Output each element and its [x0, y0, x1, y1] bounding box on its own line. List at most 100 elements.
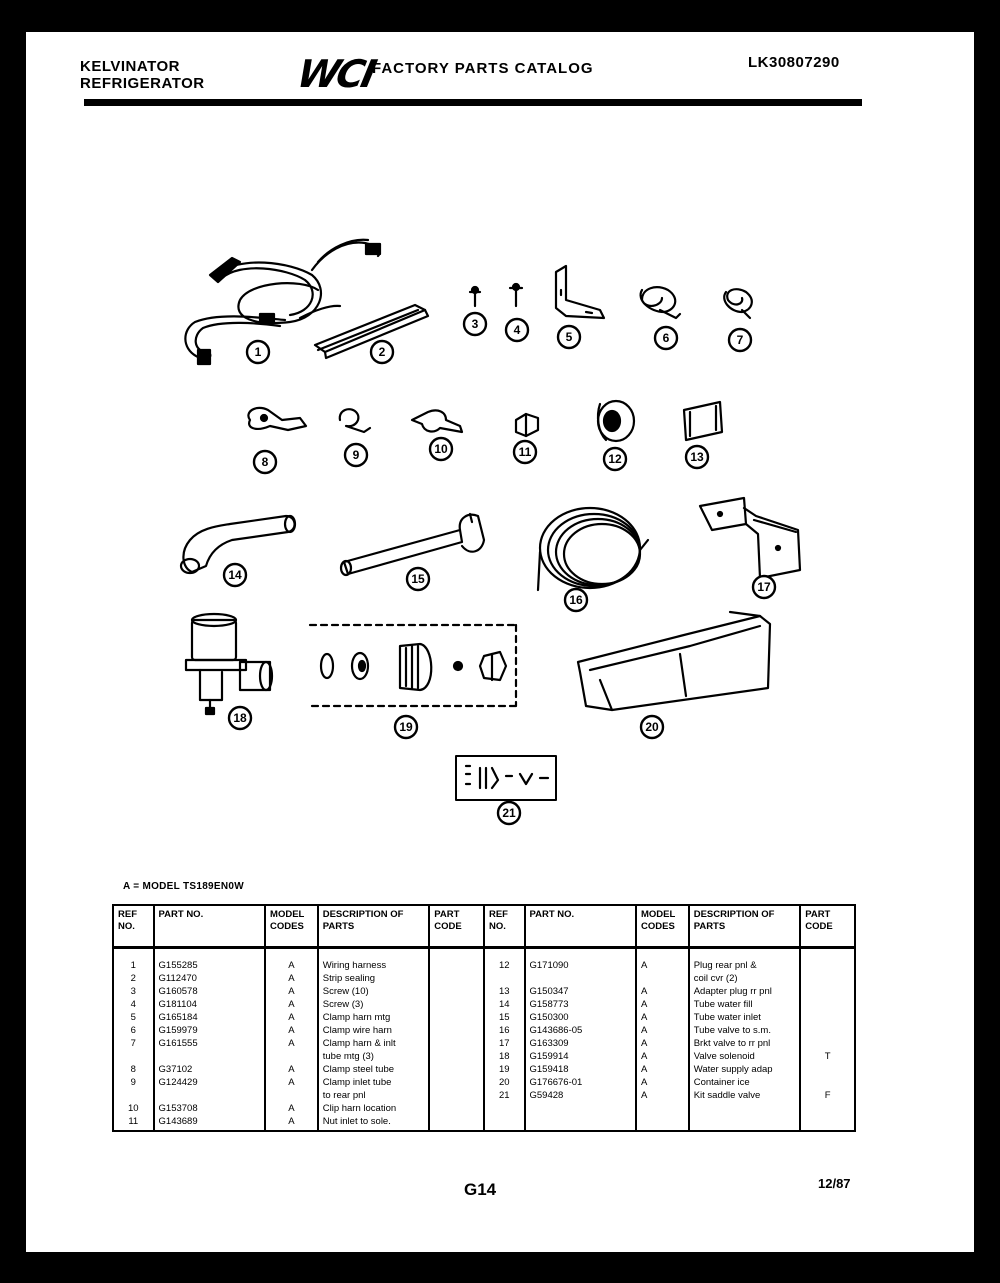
cell-part-code — [799, 947, 856, 972]
callout-8: 8 — [252, 449, 278, 475]
cell-part-no: G124429 — [152, 1076, 267, 1089]
cell-ref-no: 11 — [112, 1115, 155, 1132]
svg-text:8: 8 — [262, 455, 269, 469]
callout-6: 6 — [653, 325, 679, 351]
svg-text:9: 9 — [353, 448, 360, 462]
header-description: DESCRIPTION OF PARTS — [316, 904, 431, 949]
model-note: A = MODEL TS189EN0W — [123, 881, 245, 892]
cell-description: Plug rear pnl & — [687, 947, 802, 972]
cell-model-code: A — [635, 985, 690, 998]
cell-model-code: A — [635, 1050, 690, 1063]
cell-ref-no: 20 — [482, 1076, 526, 1089]
callout-12: 12 — [602, 446, 628, 472]
cell-description: to rear pnl — [316, 1089, 431, 1102]
cell-part-code — [428, 972, 485, 985]
cell-ref-no: 9 — [112, 1076, 155, 1089]
part-screw-drawing — [508, 282, 524, 308]
cell-part-no: G153708 — [152, 1102, 267, 1115]
header-ref-no: REF NO. — [112, 904, 155, 949]
callout-17: 17 — [751, 574, 777, 600]
cell-part-no: G150347 — [523, 985, 637, 998]
cell-ref-no: 12 — [482, 947, 526, 972]
cell-model-code: A — [635, 1089, 690, 1102]
cell-part-no: G143689 — [152, 1115, 267, 1132]
header-part-no: PART NO. — [152, 904, 267, 949]
cell-part-no: G150300 — [523, 1011, 637, 1024]
callout-5: 5 — [556, 324, 582, 350]
cell-part-code — [428, 1037, 485, 1050]
cell-model-code: A — [264, 1076, 319, 1089]
cell-part-code — [428, 998, 485, 1011]
cell-description: Clamp harn mtg — [316, 1011, 431, 1024]
cell-ref-no — [482, 1102, 526, 1115]
cell-part-no: G158773 — [523, 998, 637, 1011]
header-part-code: PART CODE — [799, 904, 856, 949]
part-tube-water-inlet-drawing — [339, 512, 486, 577]
cell-model-code — [635, 1102, 690, 1115]
part-kit-saddle-valve-drawing — [455, 755, 557, 801]
cell-model-code — [635, 972, 690, 985]
svg-text:2: 2 — [379, 345, 386, 359]
svg-text:14: 14 — [228, 568, 242, 582]
part-strip-sealing-drawing — [313, 303, 430, 360]
brand-block: KELVINATOR REFRIGERATOR — [80, 58, 205, 92]
header-part-no: PART NO. — [523, 904, 637, 949]
part-nut-drawing — [514, 412, 540, 438]
cell-part-code — [799, 1102, 856, 1115]
part-plug-drawing — [596, 399, 636, 443]
cell-part-no: G112470 — [152, 972, 267, 985]
cell-model-code: A — [635, 1011, 690, 1024]
cell-part-no: G171090 — [523, 947, 637, 972]
header-description: DESCRIPTION OF PARTS — [687, 904, 802, 949]
cell-part-no: G59428 — [523, 1089, 637, 1102]
cell-model-code: A — [635, 1063, 690, 1076]
cell-ref-no: 15 — [482, 1011, 526, 1024]
cell-ref-no — [112, 1089, 155, 1102]
cell-model-code: A — [635, 1037, 690, 1050]
callout-16: 16 — [563, 587, 589, 613]
svg-text:15: 15 — [411, 572, 425, 586]
cell-part-code — [799, 1024, 856, 1037]
cell-description: Container ice — [687, 1076, 802, 1089]
cell-model-code: A — [264, 998, 319, 1011]
svg-text:4: 4 — [514, 323, 521, 337]
svg-text:3: 3 — [472, 317, 479, 331]
exploded-parts-diagram: 1 2 3 4 5 6 7 8 9 10 11 12 13 14 15 16 1… — [179, 238, 802, 826]
cell-part-code: T — [799, 1050, 856, 1063]
cell-description: Water supply adap — [687, 1063, 802, 1076]
parts-table: REF NO. PART NO. MODEL CODES DESCRIPTION… — [112, 904, 856, 1132]
header-part-code: PART CODE — [428, 904, 485, 949]
cell-part-no: G159914 — [523, 1050, 637, 1063]
cell-part-code — [799, 1063, 856, 1076]
part-tube-water-fill-drawing — [179, 514, 297, 575]
cell-part-code — [799, 1115, 856, 1132]
svg-text:10: 10 — [434, 442, 448, 456]
svg-text:5: 5 — [566, 330, 573, 344]
cell-part-code — [428, 947, 485, 972]
cell-part-no — [523, 972, 637, 985]
svg-text:12: 12 — [608, 452, 622, 466]
part-clamp-drawing — [338, 408, 372, 434]
cell-part-no: G163309 — [523, 1037, 637, 1050]
cell-ref-no: 19 — [482, 1063, 526, 1076]
part-screw-drawing — [468, 285, 482, 308]
svg-text:6: 6 — [663, 331, 670, 345]
cell-part-no — [523, 1115, 637, 1132]
cell-part-no: G181104 — [152, 998, 267, 1011]
cell-model-code: A — [635, 1024, 690, 1037]
cell-part-code — [428, 1011, 485, 1024]
cell-part-code — [428, 1102, 485, 1115]
catalog-title: FACTORY PARTS CATALOG — [372, 60, 594, 77]
cell-ref-no: 4 — [112, 998, 155, 1011]
svg-text:11: 11 — [519, 445, 532, 459]
callout-21: 21 — [496, 800, 522, 826]
callout-19: 19 — [393, 714, 419, 740]
cell-ref-no: 6 — [112, 1024, 155, 1037]
cell-part-code — [428, 1050, 485, 1063]
